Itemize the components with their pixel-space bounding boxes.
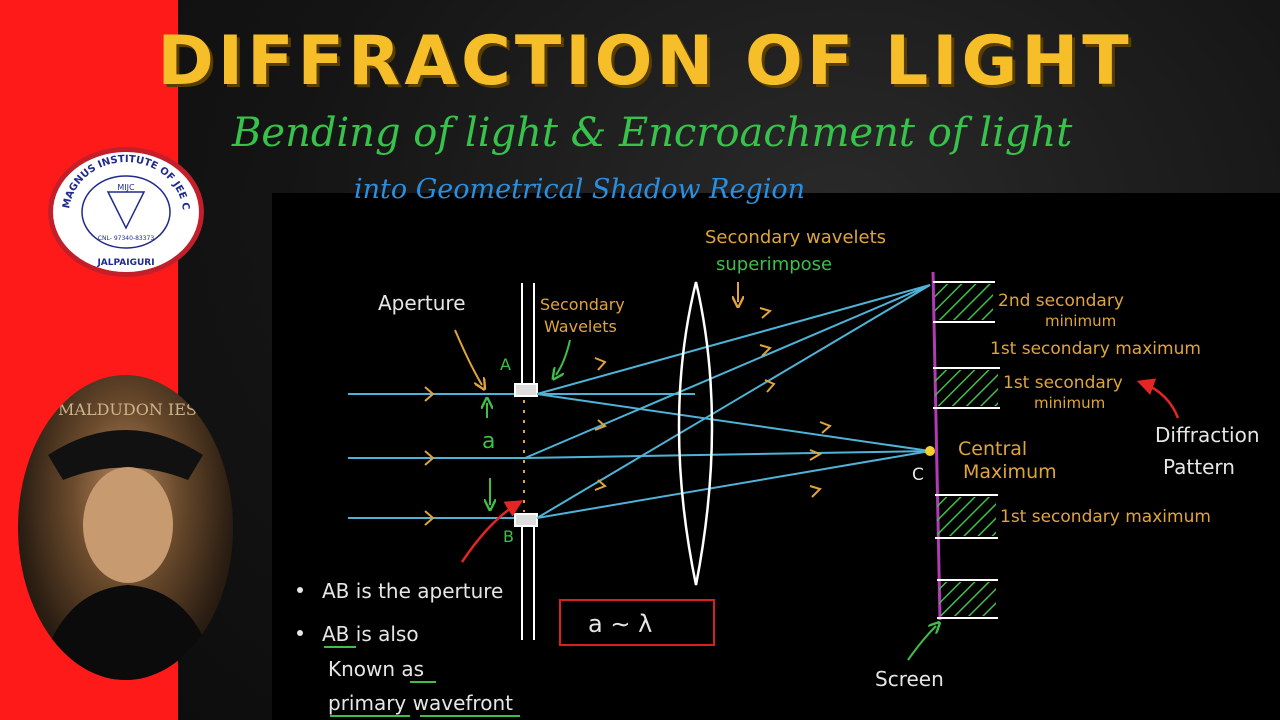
second-min-label-1: 2nd secondary (998, 291, 1124, 311)
bullet-dot (297, 630, 303, 636)
first-max-top-label: 1st secondary maximum (990, 339, 1201, 359)
wavelets-label-2: Wavelets (544, 317, 617, 336)
central-max-label-2: Maximum (963, 461, 1057, 483)
screen-line (931, 271, 942, 621)
institute-logo: MAGNUS INSTITUTE OF JEE COACHING MIJC CN… (48, 147, 204, 277)
note-2: AB is also (322, 622, 419, 646)
bullet-dot (297, 587, 303, 593)
hatch-band-lower-2 (939, 582, 996, 616)
screen-arrow (907, 626, 936, 661)
gap-label: a (482, 429, 495, 454)
note-1: AB is the aperture (322, 579, 503, 603)
hatch-minimum-1 (935, 370, 998, 406)
second-min-label-2: minimum (1045, 312, 1116, 330)
aperture-barrier (514, 283, 538, 640)
first-min-label-1: 1st secondary (1003, 373, 1123, 393)
video-title: DIFFRACTION OF LIGHT (157, 22, 1133, 101)
diffracted-rays (524, 284, 931, 519)
ray-arrows (424, 386, 435, 526)
diagram-blackboard (272, 193, 1280, 720)
superimpose-label-2: superimpose (716, 254, 832, 275)
point-c-label: C (912, 465, 924, 485)
wavefront-red-arrow (460, 500, 524, 563)
pattern-red-arrow (1136, 378, 1180, 419)
pattern-label-1: Diffraction (1155, 423, 1260, 447)
note-4: primary wavefront (328, 691, 513, 715)
logo-phone: CNL- 97340-83373 (98, 235, 155, 242)
note-underlines (324, 646, 520, 717)
aperture-edge-a (514, 383, 538, 397)
portrait-caption: MALDUDON IESV (58, 400, 209, 419)
pattern-bands (933, 281, 1000, 619)
note-3: Known as (328, 657, 424, 681)
central-max-label-1: Central (958, 438, 1027, 460)
hatch-band-lower-1 (937, 497, 996, 536)
hatch-minimum-2 (935, 284, 993, 320)
subtitle-line-1: Bending of light & Encroachment of light (232, 110, 1073, 156)
wavelets-arrow (556, 339, 571, 375)
superimpose-label-1: Secondary wavelets (705, 227, 886, 248)
pattern-label-2: Pattern (1163, 455, 1235, 479)
first-max-bottom-label: 1st secondary maximum (1000, 507, 1211, 527)
aperture-edge-b (514, 513, 538, 527)
aperture-label: Aperture (378, 291, 466, 315)
relation-text: a ∼ λ (588, 610, 652, 638)
wavelets-label-1: Secondary (540, 295, 625, 314)
point-a-label: A (500, 355, 511, 374)
screen-label: Screen (875, 667, 944, 691)
point-b-label: B (503, 527, 514, 546)
convex-lens (677, 281, 714, 586)
relation-box (559, 599, 715, 646)
subtitle-line-2: into Geometrical Shadow Region (354, 174, 806, 205)
incident-rays (348, 393, 525, 519)
logo-compass-icon (106, 191, 146, 230)
logo-monogram: MIJC (117, 183, 135, 192)
aperture-arrow (454, 329, 482, 385)
point-c-dot (925, 446, 935, 456)
scientist-portrait: MALDUDON IESV (18, 375, 233, 680)
diffracted-ray-arrows (594, 307, 832, 498)
first-min-label-2: minimum (1034, 394, 1105, 412)
logo-city: JALPAIGURI (96, 258, 154, 268)
